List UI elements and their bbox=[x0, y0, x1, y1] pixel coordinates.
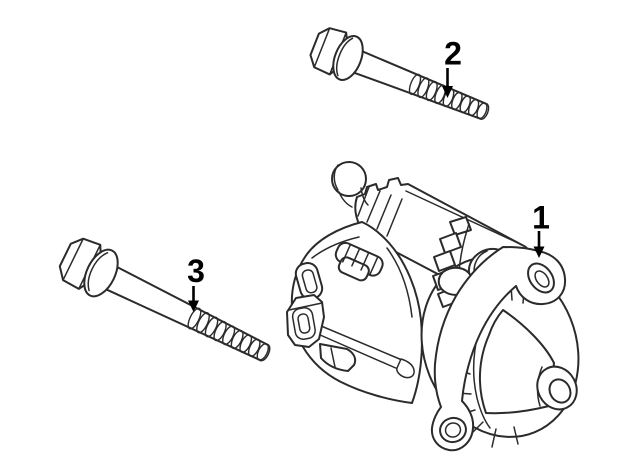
bolt-3-flange bbox=[83, 248, 119, 298]
callout-2-label[interactable]: 2 bbox=[444, 36, 462, 72]
callout-1[interactable]: 1 bbox=[532, 200, 550, 259]
bolt-2-shaft bbox=[350, 49, 490, 120]
starter-slot-tab bbox=[294, 262, 324, 300]
starter-plunger-cap bbox=[331, 161, 369, 208]
callout-1-arrowhead bbox=[533, 246, 545, 258]
bolt-drawing-3 bbox=[58, 237, 271, 362]
callout-2-arrowhead bbox=[442, 86, 453, 98]
bolt-2-threads bbox=[408, 73, 488, 120]
bolt-2-flange bbox=[332, 35, 364, 81]
starter-nose-cone bbox=[478, 309, 578, 415]
bolt-drawing-2 bbox=[309, 27, 490, 120]
callout-1-label[interactable]: 1 bbox=[532, 200, 550, 236]
starter-assembly-drawing bbox=[286, 161, 580, 452]
starter-connector-block bbox=[286, 294, 357, 372]
starter-mount-bracket bbox=[430, 246, 567, 452]
callout-2[interactable]: 2 bbox=[442, 36, 462, 99]
callout-3-label[interactable]: 3 bbox=[187, 253, 205, 289]
starter-lower-ear-hole bbox=[439, 416, 467, 444]
starter-ribbed-boss bbox=[334, 241, 384, 282]
starter-upper-ear-hole bbox=[527, 262, 555, 294]
callout-3-arrowhead bbox=[188, 300, 199, 312]
callout-3[interactable]: 3 bbox=[187, 253, 205, 312]
bolt-3-threads bbox=[187, 307, 270, 361]
